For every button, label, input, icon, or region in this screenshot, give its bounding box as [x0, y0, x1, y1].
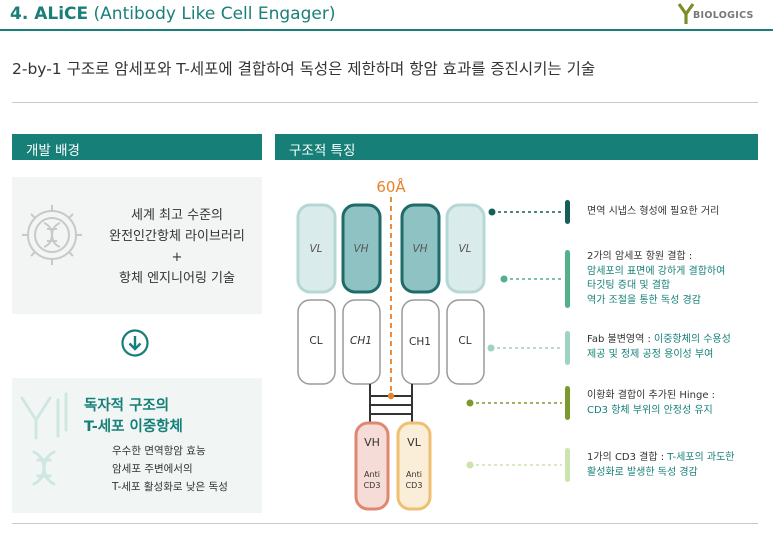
- annotation-bar-2: [565, 250, 570, 308]
- annotation-5: 1가의 CD3 결합 : T-세포의 과도한 활성화로 발생한 독성 경감: [587, 451, 734, 480]
- annotation-5-label: 1가의 CD3 결합 :: [587, 452, 668, 463]
- page-title: 4. ALiCE (Antibody Like Cell Engager): [10, 4, 335, 24]
- result-title: 독자적 구조의 T-세포 이중항체: [84, 396, 254, 438]
- label-vh-left: VH: [353, 243, 368, 255]
- top-rule: [0, 29, 773, 31]
- divider: [12, 102, 758, 103]
- annotation-bar-5: [565, 448, 570, 482]
- label-ch1-right: CH1: [409, 336, 431, 348]
- background-text: 세계 최고 수준의 완전인간항체 라이브러리 + 항체 엔지니어링 기술: [94, 205, 260, 289]
- antibody-structure-diagram: 60Å VL VH VH VL CL CH1 CH1 CL VH VL Anti…: [296, 177, 486, 511]
- company-logo: BIOLOGICS: [676, 2, 768, 26]
- label-vl-right: VL: [458, 243, 471, 255]
- domain-ch1-right: [401, 299, 440, 385]
- label-cd3-left: CD3: [364, 481, 381, 490]
- result-line: T-세포 활성화로 낮은 독성: [112, 481, 228, 493]
- logo-mark-icon: [677, 3, 695, 24]
- label-anti-left: Anti: [364, 470, 380, 479]
- annotation-2-label: 2가의 암세포 항원 결합 :: [587, 251, 693, 262]
- domain-anti-cd3-vl: [396, 421, 432, 511]
- annotation-3: Fab 불변영역 : 이중항체의 수용성 제공 및 정제 공정 용이성 부여: [587, 333, 731, 362]
- result-text: 우수한 면역항암 효능 암세포 주변에서의 T-세포 활성화로 낮은 독성: [112, 442, 262, 496]
- background-line: 세계 최고 수준의: [131, 208, 223, 223]
- annotation-4-label: 이황화 결합이 추가된 Hinge :: [587, 390, 716, 401]
- result-box: [12, 378, 262, 513]
- domain-cl-left: [297, 299, 336, 385]
- connector-dot-5: [466, 461, 474, 469]
- label-cl-right: CL: [458, 335, 471, 347]
- annotation-bar-4: [565, 386, 570, 420]
- connector-dot-3: [487, 344, 495, 352]
- background-line: +: [171, 250, 183, 265]
- antibody-dna-icon: [20, 392, 68, 486]
- label-vl-left: VL: [309, 243, 322, 255]
- section-header-background: 개발 배경: [12, 134, 262, 160]
- result-line: 암세포 주변에서의: [112, 463, 193, 475]
- result-title-line: T-세포 이중항체: [84, 419, 183, 435]
- domain-ch1-left: [342, 299, 381, 385]
- gear-dna-icon: [22, 205, 82, 265]
- result-line: 우수한 면역항암 효능: [112, 445, 206, 457]
- section-header-structure: 구조적 특징: [275, 134, 758, 160]
- domain-vl-left: [296, 203, 337, 294]
- domain-cl-right: [446, 299, 485, 385]
- annotation-5-highlight: 활성화로 발생한 독성 경감: [587, 466, 698, 478]
- label-cd3-right: CD3: [406, 481, 423, 490]
- background-box: [12, 177, 262, 314]
- annotation-1: 면역 시냅스 형성에 필요한 거리: [587, 205, 719, 220]
- distance-label: 60Å: [376, 177, 406, 196]
- connector-dot-2: [500, 275, 508, 283]
- label-anti-vl: VL: [407, 436, 422, 449]
- distance-end-dot: [387, 392, 395, 400]
- annotation-3-label: Fab 불변영역 :: [587, 334, 655, 345]
- background-line: 항체 엔지니어링 기술: [119, 271, 235, 286]
- page-subtitle: 2-by-1 구조로 암세포와 T-세포에 결합하여 독성은 제한하며 항암 효…: [12, 60, 596, 78]
- result-title-line: 독자적 구조의: [84, 398, 170, 414]
- background-line: 완전인간항체 라이브러리: [109, 229, 245, 244]
- connector-dot-1: [488, 208, 496, 216]
- annotation-3-highlight: 이중항체의 수용성: [654, 334, 731, 345]
- annotation-4-highlight: CD3 항체 부위의 안정성 유지: [587, 404, 713, 416]
- annotation-4: 이황화 결합이 추가된 Hinge : CD3 항체 부위의 안정성 유지: [587, 389, 715, 418]
- logo-text: BIOLOGICS: [693, 10, 754, 21]
- annotation-2-highlight: 암세포의 표면에 강하게 결합하여: [587, 265, 726, 277]
- title-bold: 4. ALiCE: [10, 4, 89, 24]
- annotation-3-highlight: 제공 및 정제 공정 용이성 부여: [587, 348, 714, 360]
- label-ch1-left: CH1: [350, 335, 372, 347]
- domain-anti-cd3-vh: [354, 421, 390, 511]
- annotation-2-highlight: 역가 조절을 통한 독성 경감: [587, 294, 701, 306]
- bottom-rule: [12, 523, 758, 524]
- domain-vl-right: [445, 203, 486, 294]
- annotation-2: 2가의 암세포 항원 결합 : 암세포의 표면에 강하게 결합하여 타깃팅 증대…: [587, 250, 725, 308]
- annotation-5-highlight: T-세포의 과도한: [667, 452, 735, 463]
- annotation-1-label: 면역 시냅스 형성에 필요한 거리: [587, 206, 720, 217]
- domain-vh-right: [400, 203, 441, 294]
- label-vh-right: VH: [412, 243, 427, 255]
- title-rest: (Antibody Like Cell Engager): [88, 4, 336, 24]
- annotation-2-highlight: 타깃팅 증대 및 결합: [587, 280, 671, 291]
- domain-vh-left: [341, 203, 382, 294]
- annotation-bar-3: [565, 331, 570, 365]
- label-cl-left: CL: [309, 335, 322, 347]
- label-anti-right: Anti: [406, 470, 422, 479]
- arrow-down-circle-icon: [121, 329, 149, 357]
- connector-dot-4: [466, 399, 474, 407]
- annotation-bar-1: [565, 200, 570, 224]
- label-anti-vh: VH: [364, 436, 380, 449]
